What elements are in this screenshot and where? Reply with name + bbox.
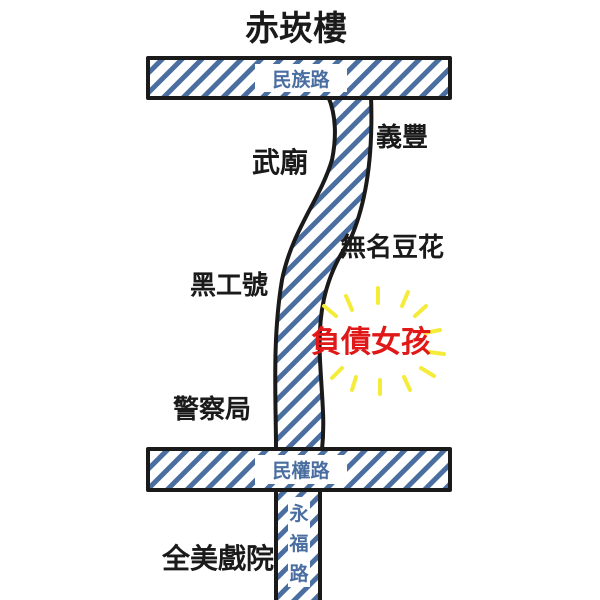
sunburst-icon	[322, 286, 446, 396]
minzu-road-label-bg	[255, 64, 347, 92]
yongfu-road-label-char-1: 永	[288, 502, 309, 525]
minzu-road-label: 民族路	[272, 68, 330, 91]
yongfu-road-label-char-3: 路	[289, 562, 309, 585]
landmark-wuming-douhua: 無名豆花	[340, 232, 444, 263]
landmark-wu-temple: 武廟	[252, 146, 308, 179]
landmark-heigonghao: 黑工號	[190, 271, 268, 301]
landmark-quanmei-theater: 全美戲院	[161, 542, 274, 575]
yongfu-road-label-char-2: 福	[288, 532, 308, 555]
yongfu-road-label-bg	[288, 497, 310, 587]
landmark-yifeng: 義豐	[376, 123, 428, 153]
minquan-road-label-bg	[255, 455, 347, 484]
landmark-police-station: 警察局	[173, 394, 251, 425]
highlight-debt-girl: 負債女孩	[311, 325, 431, 360]
minquan-road-label: 民權路	[272, 459, 330, 482]
landmark-chikan-tower: 赤崁樓	[245, 9, 347, 49]
